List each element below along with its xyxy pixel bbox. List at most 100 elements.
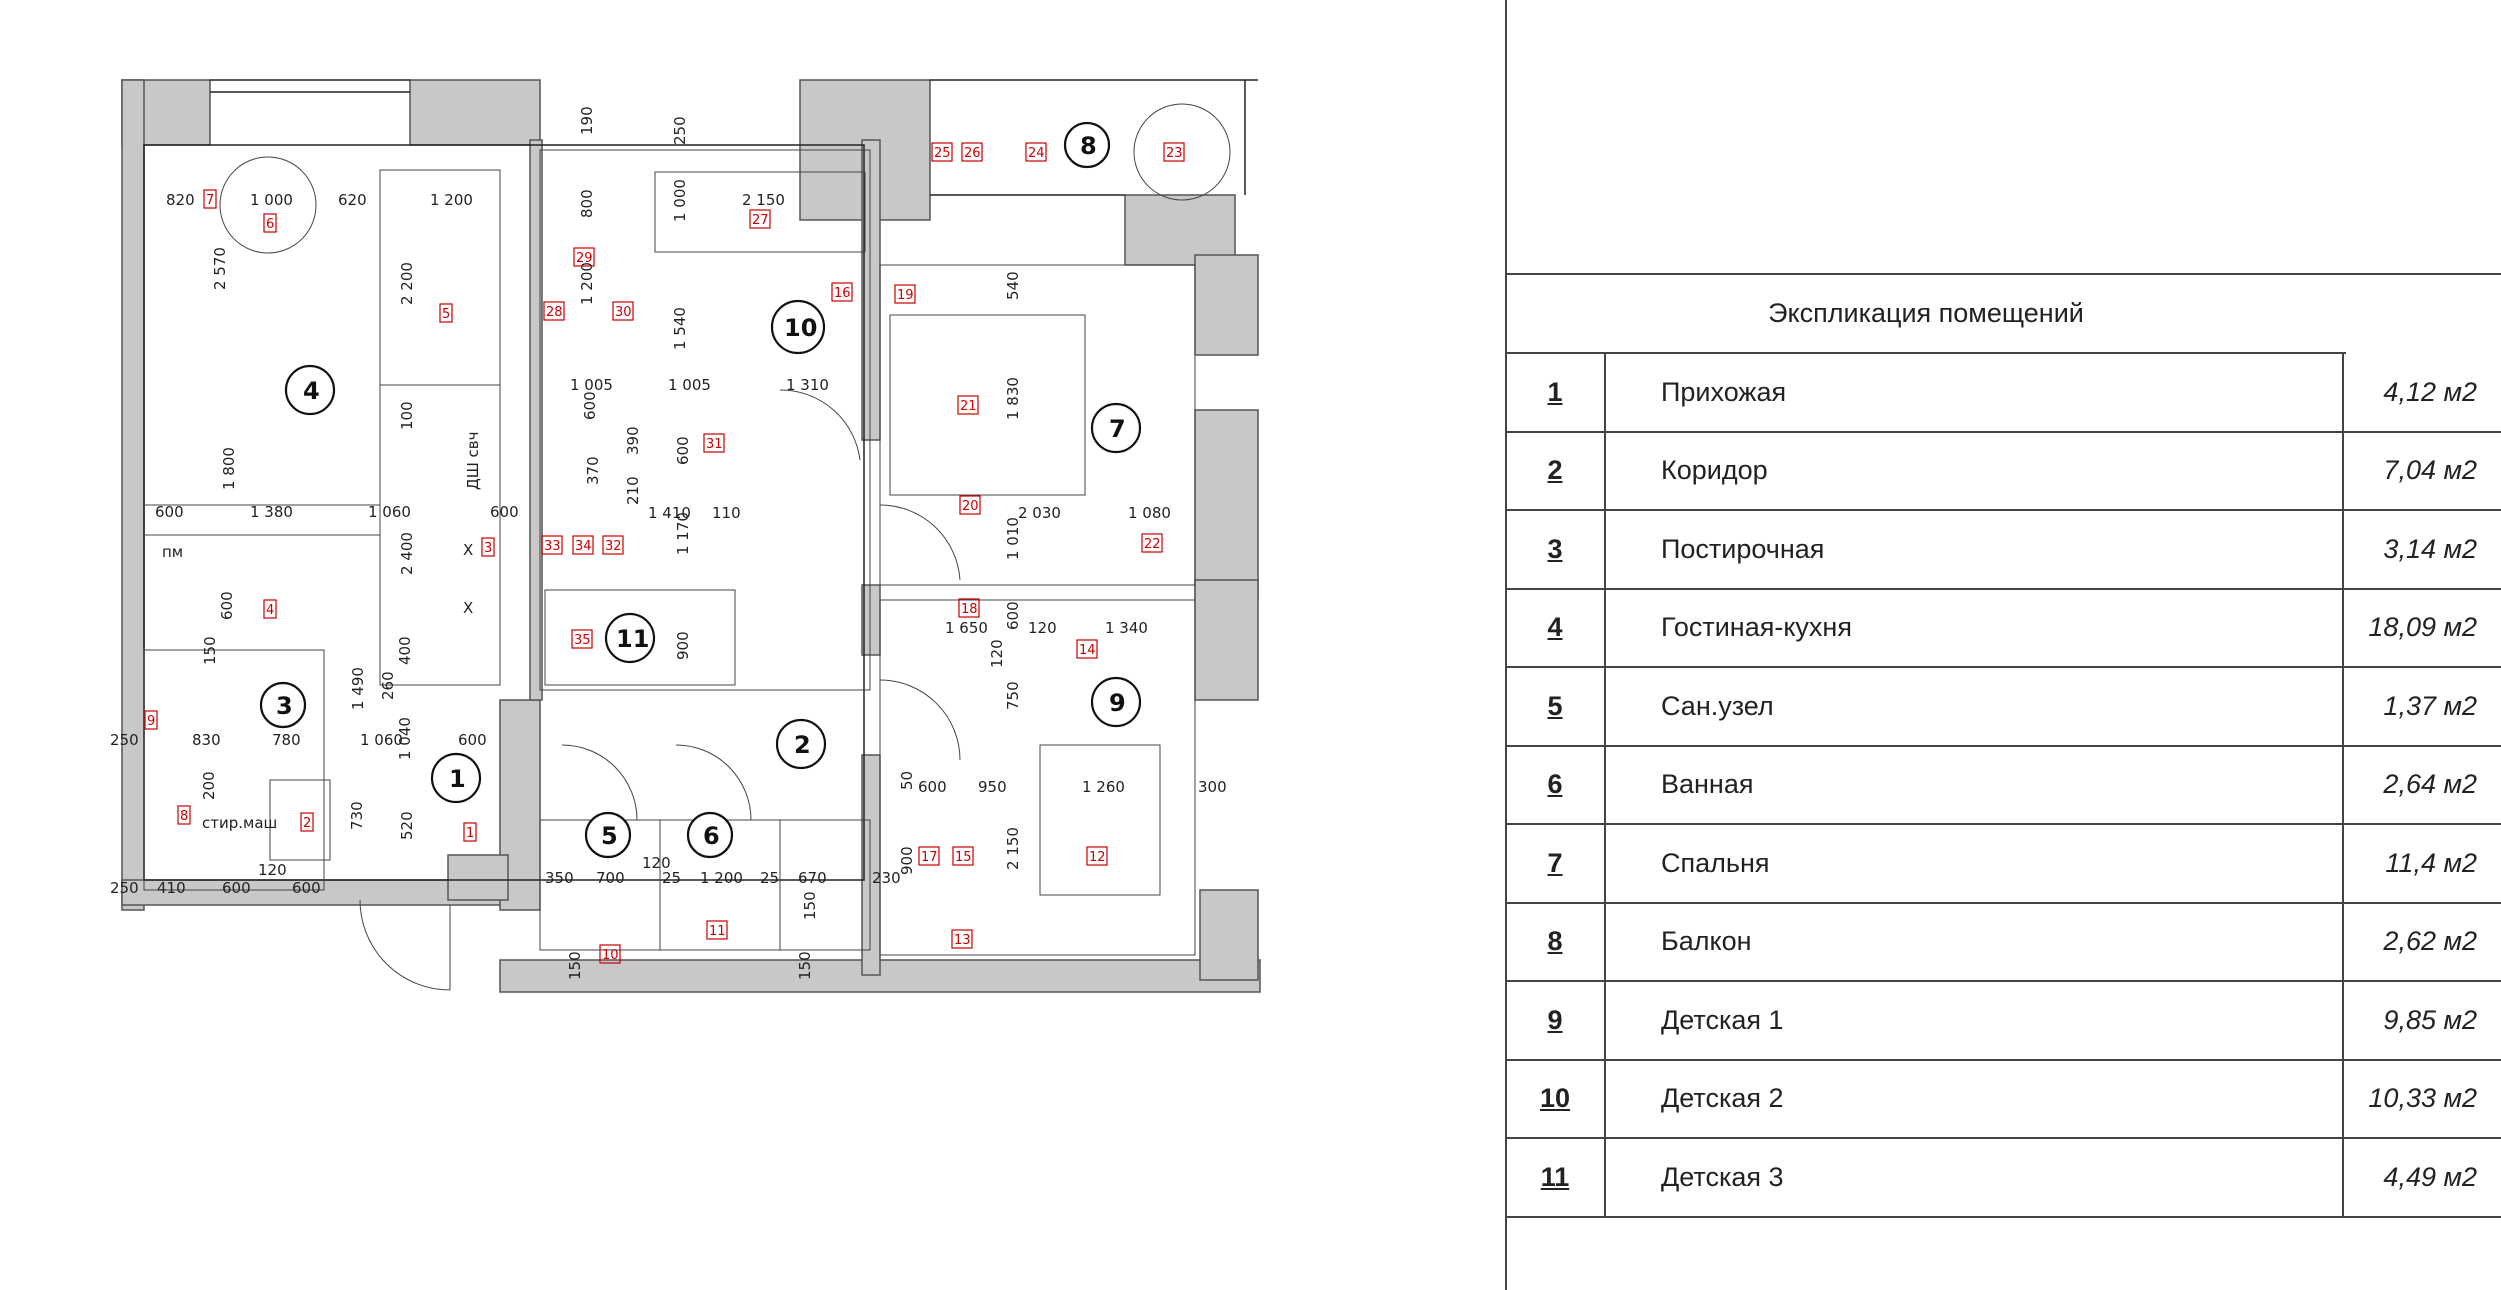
dim-label: 1 490 xyxy=(349,667,367,710)
furniture-tag-24: 24 xyxy=(1025,142,1047,162)
dim-label: 600 xyxy=(490,503,519,521)
room-num: 9 xyxy=(1506,982,1606,1059)
room-name: Балкон xyxy=(1606,903,2344,980)
dim-label: 150 xyxy=(801,891,819,920)
dim-label: 830 xyxy=(192,731,221,749)
room-name: Спальня xyxy=(1606,825,2344,902)
furniture-tag-4: 4 xyxy=(263,599,277,619)
room-name: Детская 3 xyxy=(1606,1139,2344,1216)
svg-text:26: 26 xyxy=(964,146,981,161)
dim-label: 2 150 xyxy=(742,191,785,209)
dim-label: 820 xyxy=(166,191,195,209)
dim-label: 150 xyxy=(201,636,219,665)
room-area: 1,37 м2 xyxy=(2383,690,2477,721)
furniture-tag-12: 12 xyxy=(1086,846,1108,866)
room-number-9: 9 xyxy=(1090,676,1142,728)
room-number-7: 7 xyxy=(1090,402,1142,454)
svg-text:14: 14 xyxy=(1079,643,1096,658)
svg-text:31: 31 xyxy=(706,437,723,452)
furniture-tag-23: 23 xyxy=(1163,142,1185,162)
svg-text:1: 1 xyxy=(466,826,474,841)
dim-label: 1 005 xyxy=(668,376,711,394)
dim-label: 600 xyxy=(674,436,692,465)
svg-text:25: 25 xyxy=(934,146,951,161)
room-num: 10 xyxy=(1506,1060,1606,1137)
svg-text:8: 8 xyxy=(180,809,188,824)
svg-text:9: 9 xyxy=(1109,689,1126,717)
furniture-tag-31: 31 xyxy=(703,433,725,453)
svg-text:21: 21 xyxy=(960,399,977,414)
pm-label: пм xyxy=(162,543,183,561)
explication-title: Экспликация помещений xyxy=(1506,275,2346,354)
svg-text:11: 11 xyxy=(616,625,649,653)
dsh-label: ДШ свч xyxy=(464,432,482,490)
washing-machine-label: стир.маш xyxy=(202,814,277,832)
svg-text:24: 24 xyxy=(1028,146,1045,161)
svg-text:3: 3 xyxy=(276,692,293,720)
dim-label: 400 xyxy=(396,636,414,665)
furniture-tag-29: 29 xyxy=(573,247,595,267)
dim-label: 100 xyxy=(398,401,416,430)
svg-text:28: 28 xyxy=(546,305,563,320)
room-area: 2,64 м2 xyxy=(2383,769,2477,800)
svg-text:5: 5 xyxy=(442,307,450,322)
furniture-tag-22: 22 xyxy=(1141,533,1163,553)
dim-label: 410 xyxy=(157,879,186,897)
dim-label: 1 040 xyxy=(396,717,414,760)
svg-text:34: 34 xyxy=(575,539,592,554)
dim-label: 390 xyxy=(624,426,642,455)
dim-label: 210 xyxy=(624,476,642,505)
room-num: 3 xyxy=(1506,511,1606,588)
dim-label: 1 005 xyxy=(570,376,613,394)
dim-label: 120 xyxy=(1028,619,1057,637)
room-num: 2 xyxy=(1506,432,1606,509)
dim-label: 1 080 xyxy=(1128,504,1171,522)
dim-label: 190 xyxy=(578,106,596,135)
svg-text:6: 6 xyxy=(703,822,720,850)
svg-text:11: 11 xyxy=(709,924,726,939)
interior-lines xyxy=(143,79,1258,991)
svg-text:22: 22 xyxy=(1144,537,1161,552)
dim-label: 1 010 xyxy=(1004,517,1022,560)
dim-label: 730 xyxy=(348,801,366,830)
dim-label: 1 060 xyxy=(360,731,403,749)
dim-label: 260 xyxy=(379,671,397,700)
fixture-labels: стир.маш пм ДШ свч Х Х xyxy=(162,432,482,832)
x-label: Х xyxy=(463,541,473,559)
room-num: 8 xyxy=(1506,903,1606,980)
svg-text:17: 17 xyxy=(921,850,938,865)
dim-label: 1 000 xyxy=(250,191,293,209)
furniture-tag-2: 2 xyxy=(300,812,314,832)
room-number-2: 2 xyxy=(775,718,827,770)
room-num: 11 xyxy=(1506,1139,1606,1216)
furniture-tag-26: 26 xyxy=(961,142,983,162)
dim-label: 1 380 xyxy=(250,503,293,521)
furniture-tag-32: 32 xyxy=(602,535,624,555)
room-area: 7,04 м2 xyxy=(2383,455,2477,486)
room-num: 4 xyxy=(1506,589,1606,666)
svg-text:3: 3 xyxy=(484,541,492,556)
dim-label: 700 xyxy=(596,869,625,887)
furniture-tag-7: 7 xyxy=(203,189,217,209)
room-name: Прихожая xyxy=(1606,354,2344,431)
furniture-tag-8: 8 xyxy=(177,805,191,825)
svg-text:6: 6 xyxy=(266,217,274,232)
svg-text:15: 15 xyxy=(955,850,972,865)
room-area: 11,4 м2 xyxy=(2385,847,2477,878)
dim-label: 150 xyxy=(796,951,814,980)
svg-text:4: 4 xyxy=(303,377,320,405)
room-area: 9,85 м2 xyxy=(2383,1004,2477,1035)
room-numbers: 1 2 3 4 5 6 7 8 9 10 11 xyxy=(259,121,1142,859)
furniture-tag-18: 18 xyxy=(958,598,980,618)
furniture-tag-33: 33 xyxy=(541,535,563,555)
furniture-tag-14: 14 xyxy=(1076,639,1098,659)
furniture-tag-27: 27 xyxy=(749,209,771,229)
furniture-tag-20: 20 xyxy=(959,495,981,515)
dim-label: 1 410 xyxy=(648,504,691,522)
